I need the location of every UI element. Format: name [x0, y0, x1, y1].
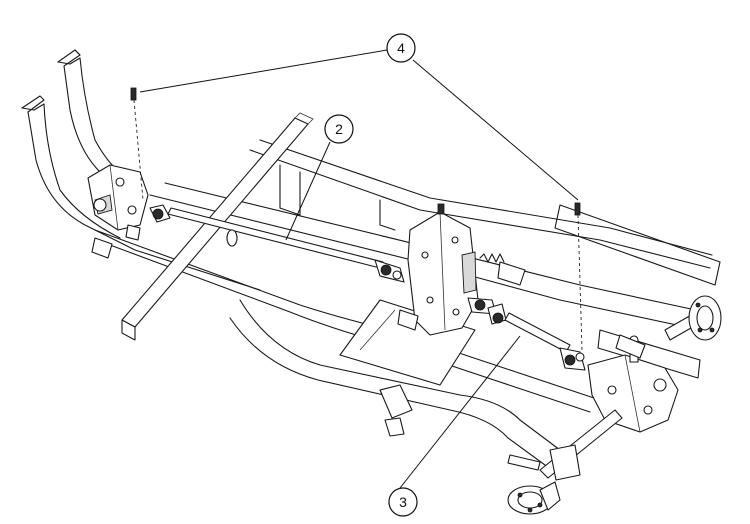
callout-4: 4	[386, 33, 416, 63]
front-drive-shaft	[149, 204, 405, 283]
set-screw-left	[130, 87, 144, 201]
callout-3-label: 3	[399, 494, 407, 510]
callout-4-circle	[386, 33, 416, 63]
callout-3: 3	[388, 487, 418, 517]
callout-2-label: 2	[335, 121, 343, 137]
callout-2: 2	[324, 114, 354, 144]
callout-3-circle	[388, 487, 418, 517]
frame-brackets	[91, 224, 646, 481]
front-bumper-tubes	[21, 49, 261, 291]
set-screw-right	[574, 202, 583, 351]
rear-drive-shaft	[467, 297, 586, 371]
center-transmission	[397, 203, 526, 336]
rear-right-hub	[688, 295, 722, 341]
leader-lines	[139, 49, 579, 489]
callout-4-label: 4	[397, 40, 405, 56]
callout-2-circle	[324, 114, 354, 144]
frame-rails	[94, 139, 721, 466]
rear-left-hub	[507, 481, 561, 515]
front-differential	[87, 164, 149, 231]
